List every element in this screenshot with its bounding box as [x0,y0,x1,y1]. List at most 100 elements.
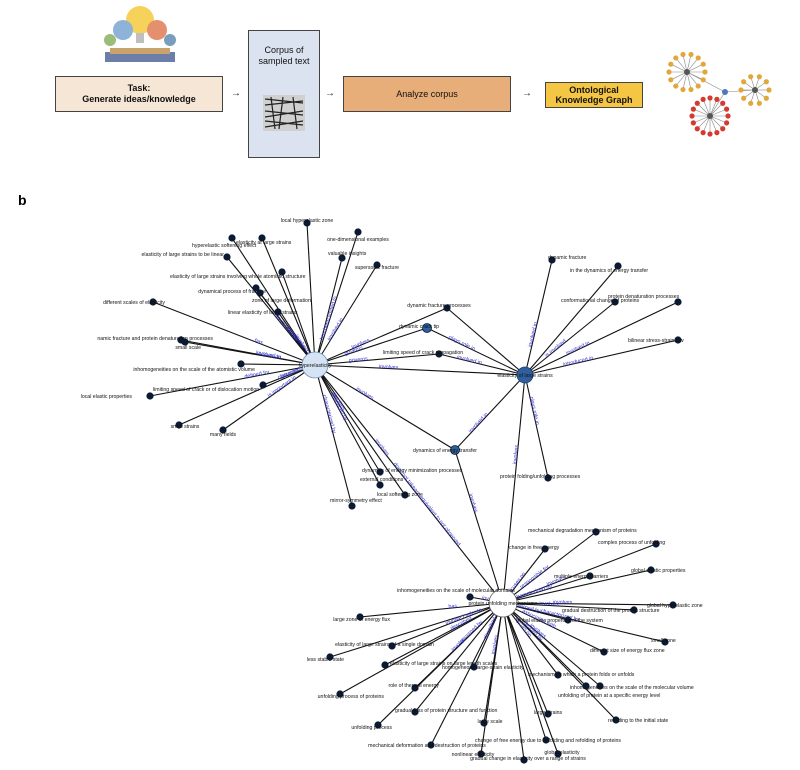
graph-node[interactable] [336,690,344,698]
graph-node[interactable] [435,350,443,358]
graph-node[interactable] [516,366,534,384]
edge-label: involved in [255,350,281,361]
graph-node[interactable] [470,663,478,671]
graph-node[interactable] [544,710,552,718]
graph-node[interactable] [374,721,382,729]
graph-node[interactable] [488,588,518,618]
graph-node[interactable] [373,261,381,269]
graph-node[interactable] [274,308,282,316]
graph-node[interactable] [450,445,460,455]
graph-node[interactable] [252,284,260,292]
analyze-label: Analyze corpus [396,89,458,99]
graph-node[interactable] [612,716,620,724]
graph-node[interactable] [614,262,622,270]
graph-node[interactable] [388,642,396,650]
node-label: unfolding of protein at a specific energ… [558,693,660,699]
graph-node[interactable] [278,268,286,276]
graph-node[interactable] [582,682,590,690]
graph-node[interactable] [219,426,227,434]
graph-edge [314,364,406,496]
mini-node [720,126,726,132]
graph-node[interactable] [477,750,485,758]
graph-node[interactable] [376,481,384,489]
graph-node[interactable] [338,254,346,262]
graph-node[interactable] [223,253,231,261]
graph-edge [454,374,526,451]
graph-node[interactable] [175,421,183,429]
graph-node[interactable] [149,298,157,306]
graph-node[interactable] [586,572,594,580]
graph-node[interactable] [564,616,572,624]
graph-node[interactable] [301,351,329,379]
node-label: elasticity of large strains involving wh… [170,274,306,280]
graph-node[interactable] [592,528,600,536]
graph-edge [502,602,549,715]
graph-node[interactable] [548,256,556,264]
graph-node[interactable] [674,298,682,306]
graph-node[interactable] [401,491,409,499]
graph-node[interactable] [376,468,384,476]
graph-edge [502,531,597,604]
mini-node [668,77,674,83]
graph-node[interactable] [544,474,552,482]
graph-node[interactable] [256,289,264,297]
edge-label: governs [344,345,364,357]
edge-label: involves [539,601,559,608]
task-subtitle: Generate ideas/knowledge [82,94,196,104]
graph-node[interactable] [541,545,549,553]
graph-node[interactable] [600,648,608,656]
graph-node[interactable] [480,719,488,727]
node-label: different scales of elasticity [103,300,165,306]
graph-node[interactable] [237,360,245,368]
node-label: gradual destruction of the protein struc… [562,608,660,614]
mini-node [748,100,754,106]
graph-node[interactable] [348,502,356,510]
graph-node[interactable] [554,750,562,758]
graph-node[interactable] [427,741,435,749]
edge-label: involved in [565,340,591,356]
graph-node[interactable] [647,566,655,574]
graph-edge [314,364,381,486]
edge-label: defined for [244,370,270,381]
edge-label: involves [512,444,520,464]
graph-edge [329,602,504,658]
node-label: small scale [175,345,201,351]
graph-edge [414,602,504,713]
graph-node[interactable] [411,708,419,716]
graph-node[interactable] [520,756,528,764]
graph-node[interactable] [596,682,604,690]
graph-node[interactable] [554,671,562,679]
graph-node[interactable] [669,601,677,609]
graph-node[interactable] [326,653,334,661]
graph-node[interactable] [466,593,474,601]
node-label: linear elasticity of large strains [228,310,298,316]
task-title: Task: [127,83,151,93]
mini-node [694,100,700,106]
graph-node[interactable] [146,392,154,400]
graph-node[interactable] [422,323,432,333]
graph-node[interactable] [674,336,682,344]
node-label: hyperelastic softening effect [192,243,257,249]
graph-node[interactable] [258,234,266,242]
graph-node[interactable] [303,219,311,227]
graph-node[interactable] [381,661,389,669]
mini-edge [686,71,699,87]
graph-node[interactable] [259,381,267,389]
graph-node[interactable] [411,684,419,692]
mini-node [707,95,713,101]
graph-node[interactable] [630,606,638,614]
graph-node[interactable] [652,540,660,548]
graph-node[interactable] [611,298,619,306]
node-label: global elasticity [544,750,580,756]
graph-node[interactable] [542,736,550,744]
graph-node[interactable] [356,613,364,621]
graph-node[interactable] [228,234,236,242]
node-label: protein denaturation processes [608,294,680,300]
graph-node[interactable] [443,304,451,312]
graph-node[interactable] [661,638,669,646]
graph-node[interactable] [181,338,189,346]
mini-node [763,95,769,101]
node-label: valuable insights [328,251,367,257]
graph-node[interactable] [354,228,362,236]
graph-edge [430,602,504,746]
